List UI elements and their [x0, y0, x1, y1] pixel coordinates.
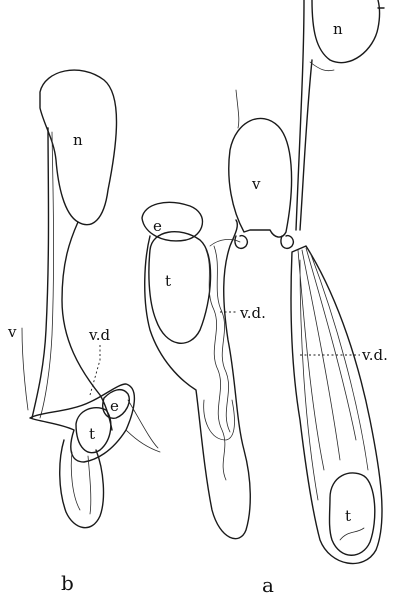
figure-b-lower-sac: [30, 384, 134, 462]
figure-b: [22, 70, 160, 528]
figure-a: [142, 0, 384, 563]
label-b-t: t: [89, 425, 95, 443]
figure-b-flap: [126, 400, 160, 452]
label-a-t-left: t: [165, 272, 171, 290]
caption-b: b: [61, 571, 74, 595]
label-a-v: v: [251, 175, 261, 193]
figure-a-junction-left: [235, 236, 247, 249]
figure-a-t-right-inner: [340, 528, 364, 540]
figure-a-t-right-bulb: [330, 473, 375, 555]
label-a-e: e: [153, 217, 162, 235]
figure-a-junction-right: [281, 236, 293, 249]
label-a-vd-right: v.d.: [361, 346, 388, 364]
label-b-e: e: [110, 397, 119, 415]
label-a-t-right: t: [345, 507, 351, 525]
figure-a-fibres: [298, 248, 368, 500]
figure-a-right-sac: [291, 246, 382, 563]
figure-b-duct-left: [32, 128, 49, 418]
figure-a-v-stalk: [236, 90, 239, 128]
label-b-n: n: [73, 131, 83, 149]
figure-a-e-bulb: [142, 202, 202, 240]
figure-a-left-body: [145, 220, 251, 539]
label-b-v: v: [7, 323, 17, 341]
figure-a-duct-connect: [310, 62, 334, 71]
figure-a-n-sac: [312, 0, 380, 63]
figure-a-vd-wavy: [206, 250, 226, 480]
caption-a: a: [262, 573, 274, 597]
figure-b-v-line: [22, 328, 28, 410]
figure-b-duct-left-inner: [40, 132, 54, 418]
label-a-n: n: [333, 20, 343, 38]
label-a-vd-left: v.d.: [239, 304, 266, 322]
figure-a-t-left-bulb: [149, 232, 211, 344]
figure-b-tail: [60, 440, 104, 528]
label-b-vd: v.d: [88, 326, 110, 344]
